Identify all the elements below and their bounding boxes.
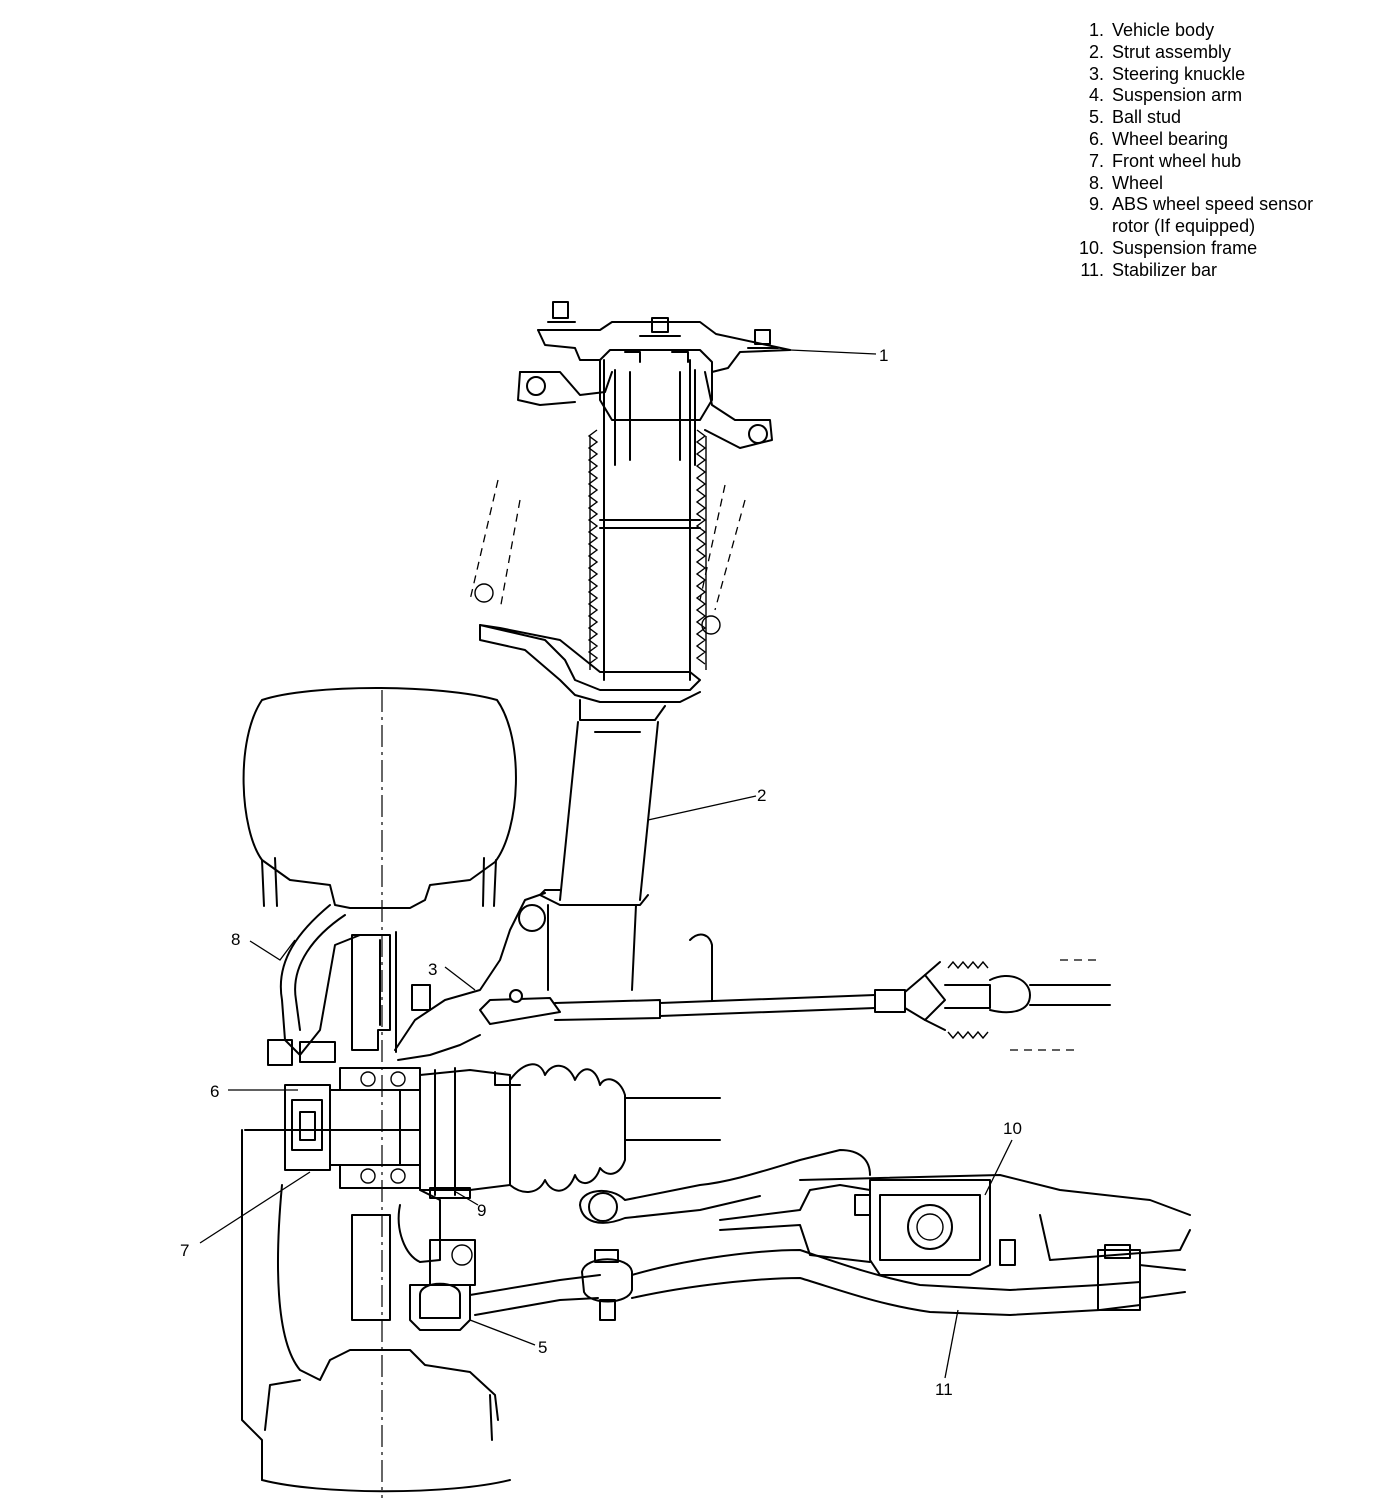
stabilizer-bar: [631, 1244, 1186, 1316]
callout-3: 3: [428, 960, 437, 979]
legend-item: 6. Wheel bearing: [1064, 129, 1313, 151]
legend-label: Vehicle body: [1112, 20, 1215, 40]
callout-7: 7: [180, 1241, 189, 1260]
legend-item: 10. Suspension frame: [1064, 238, 1313, 260]
callout-5: 5: [538, 1338, 547, 1357]
legend-number: 4.: [1088, 85, 1104, 106]
legend-number: 1.: [1088, 20, 1104, 40]
legend-item-continuation: rotor (If equipped): [1064, 216, 1313, 238]
suspension-arm: [469, 1149, 871, 1316]
legend-item: 5. Ball stud: [1064, 107, 1313, 129]
tire-upper: [242, 687, 517, 1498]
callout-10: 10: [1003, 1119, 1022, 1138]
legend-item: 1. Vehicle body: [1064, 20, 1313, 42]
legend-item: 3. Steering knuckle: [1064, 64, 1313, 86]
legend-item: 2. Strut assembly: [1064, 42, 1313, 64]
tie-rod: [479, 933, 1111, 1051]
wheel-bearing: [339, 1067, 421, 1189]
callout-11: 11: [935, 1380, 953, 1399]
callout-9: 9: [477, 1201, 486, 1220]
legend-number: 3.: [1088, 63, 1104, 84]
legend-number: 10.: [1078, 237, 1104, 258]
legend-label: Front wheel hub: [1112, 150, 1242, 171]
legend-label: Strut assembly: [1112, 41, 1232, 62]
callout-2: 2: [757, 786, 766, 805]
legend-label: Stabilizer bar: [1112, 259, 1218, 280]
vehicle-body-mount: [517, 301, 791, 449]
abs-sensor-rotor: [429, 1187, 471, 1199]
legend-label: Steering knuckle: [1112, 63, 1246, 84]
wheel-rim: [241, 904, 511, 1493]
legend-item: 7. Front wheel hub: [1064, 151, 1313, 173]
legend-number: 6.: [1088, 128, 1104, 149]
legend-number: 9.: [1088, 194, 1104, 215]
legend-number: 5.: [1088, 107, 1104, 128]
legend-label: Suspension arm: [1112, 85, 1243, 106]
legend-label: rotor (If equipped): [1112, 216, 1256, 237]
steering-knuckle: [394, 892, 546, 1263]
suspension-frame: [719, 1174, 1191, 1276]
legend-item: 9. ABS wheel speed sensor: [1064, 194, 1313, 216]
legend-number: 8.: [1088, 172, 1104, 193]
strut-assembly: [469, 359, 746, 991]
legend-label: Suspension frame: [1112, 237, 1258, 258]
parts-legend: 1. Vehicle body 2. Strut assembly 3. Steeri…: [1064, 20, 1313, 282]
callout-6: 6: [210, 1082, 219, 1101]
legend-label: ABS wheel speed sensor: [1112, 194, 1314, 215]
legend-label: Wheel: [1112, 172, 1164, 193]
callout-8: 8: [231, 930, 240, 949]
front-wheel-hub: [244, 1039, 421, 1171]
legend-number: 11.: [1080, 259, 1104, 280]
legend-item: 4. Suspension arm: [1064, 85, 1313, 107]
legend-label: Ball stud: [1112, 107, 1182, 128]
drive-shaft: [419, 1063, 721, 1196]
legend-item: 11. Stabilizer bar: [1064, 260, 1313, 282]
legend-number: 7.: [1088, 150, 1104, 171]
legend-item: 8. Wheel: [1064, 173, 1313, 195]
ball-stud: [409, 1239, 633, 1331]
callout-1: 1: [879, 346, 888, 365]
legend-number: 2.: [1088, 41, 1104, 62]
legend-label: Wheel bearing: [1112, 128, 1229, 149]
